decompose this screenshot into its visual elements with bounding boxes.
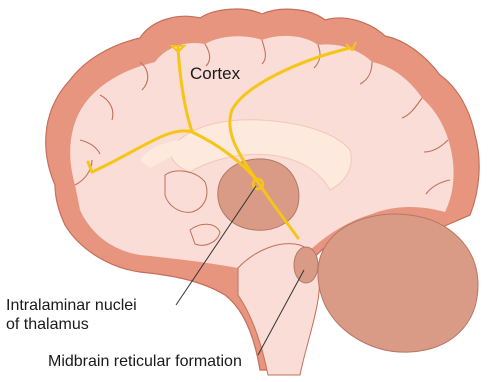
intralaminar-label-line1: Intralaminar nuclei bbox=[6, 296, 137, 315]
cerebellum bbox=[318, 214, 478, 352]
thalamus bbox=[218, 159, 299, 230]
intralaminar-label-line2: of thalamus bbox=[6, 315, 137, 334]
intralaminar-nuclei-label: Intralaminar nuclei of thalamus bbox=[6, 296, 137, 334]
midbrain-reticular-formation bbox=[294, 247, 318, 283]
cortex-label: Cortex bbox=[190, 64, 240, 84]
midbrain-reticular-label: Midbrain reticular formation bbox=[48, 352, 242, 371]
